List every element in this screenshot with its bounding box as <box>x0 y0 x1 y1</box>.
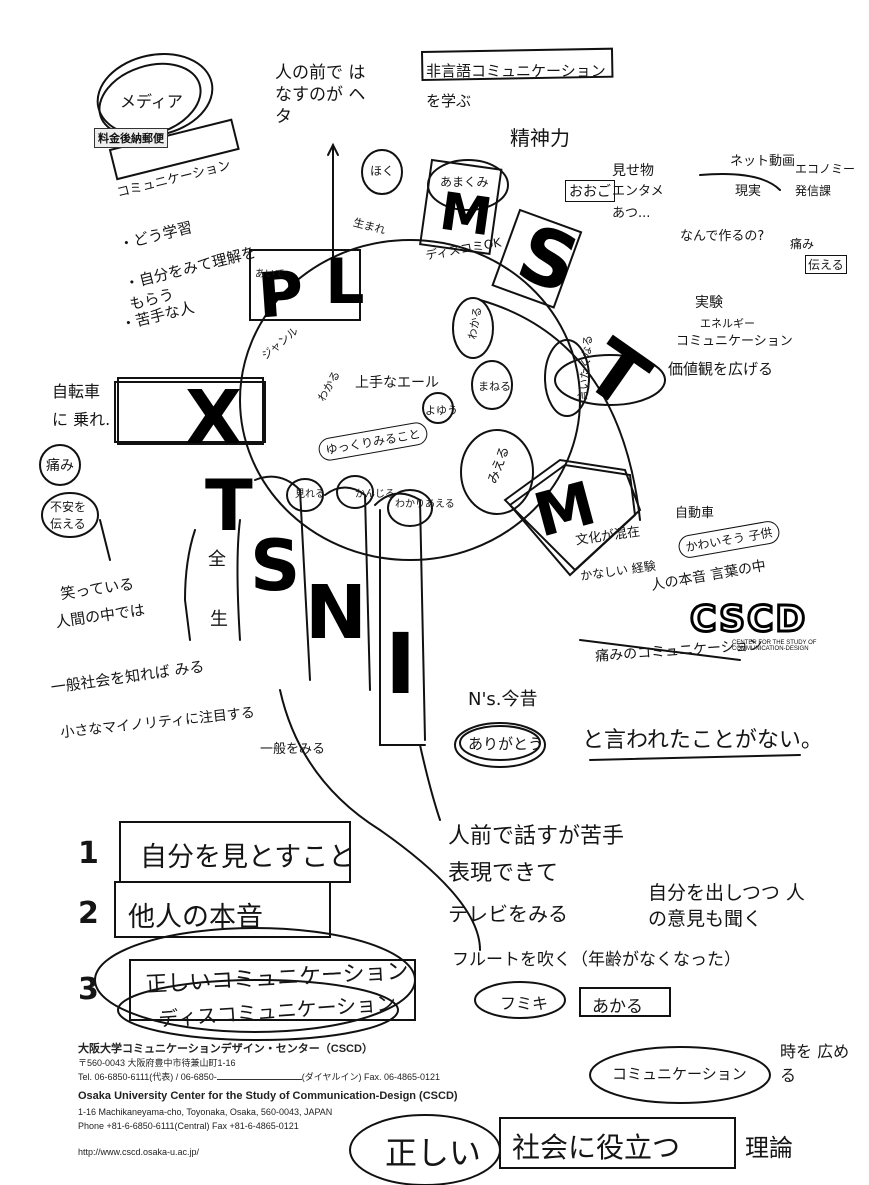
bottom-comm: コミュニケーション <box>612 1065 747 1083</box>
cscd-logo-line2: COMMUNICATION-DESIGN <box>732 646 809 652</box>
bubble-pain: 不安を 伝える <box>50 500 87 531</box>
num-3: 3 <box>78 972 99 1007</box>
footer-jp-addr: 〒560-0043 大阪府豊中市待兼山町1-16 <box>78 1058 236 1068</box>
cscd-logo-line1: CENTER FOR THE STUDY OF <box>732 640 817 646</box>
label-kanjiru: かんじる <box>355 489 395 500</box>
right-label-daigo: おおご <box>565 180 615 202</box>
item-2-text: 他人の本音 <box>128 902 263 933</box>
footer-jp-tel-text: Tel. 06-6850-6111(代表) / 06-6850- <box>78 1072 217 1082</box>
footer-en-phone: Phone +81-6-6850-6111(Central) Fax +81-6… <box>78 1121 299 1131</box>
mix-1: 自動車 <box>675 506 715 521</box>
right-note-2: あつ... <box>612 206 651 221</box>
letter-t: T <box>205 465 253 547</box>
bubble-amaku: あまくみ <box>440 175 489 189</box>
right-note-8: 痛み <box>790 237 815 251</box>
letter-m-top: M <box>436 181 496 249</box>
note-nonverbal: 非言語コミュニケーション を学ぶ <box>426 62 606 110</box>
right-note-4: 現実 <box>735 184 762 199</box>
bubble-hoka: ほく <box>370 164 395 178</box>
list-item-4: フルートを吹く（年齢がなくなった） <box>452 950 741 970</box>
stamp-circle-label: メディア <box>120 92 183 111</box>
list-side-note: 自分を出しつつ 人の意見も聞く <box>648 882 805 930</box>
said-never: と言われたことがない。 <box>582 728 823 753</box>
kanji-zen: 全 <box>208 549 226 570</box>
list-item-2: 表現できて <box>448 861 559 886</box>
footer-jp-dial: (ダイヤルイン) Fax. 06-4865-0121 <box>301 1072 441 1082</box>
letter-i: I <box>385 615 417 713</box>
letter-n: N <box>305 570 367 656</box>
fumiki-label: フミキ <box>500 994 549 1013</box>
right-note-3: ネット動画 <box>730 154 796 169</box>
exp-0: 実験 <box>695 295 723 311</box>
bottom-time: 時を 広める <box>780 1042 850 1085</box>
note-spirit: 精神力 <box>510 126 570 150</box>
cscd-logo-mark: CSCD <box>688 598 808 641</box>
note-pain: 痛み <box>46 458 74 474</box>
bottom-ryu: 理論 <box>745 1134 793 1162</box>
postage-stamp: 料金後納郵便 <box>94 128 168 148</box>
label-mireru: 見れる <box>295 489 325 500</box>
exp-2: コミュニケーション <box>676 334 793 349</box>
footer-jp-name: 大阪大学コミュニケーションデザイン・センター（CSCD） <box>78 1043 373 1055</box>
right-note-9: 伝える <box>805 255 847 274</box>
label-wakariaeru: わかりあえる <box>395 499 455 510</box>
label-maneru: まねる <box>478 380 511 393</box>
note-public-speaking: 人の前で はなすのが ヘタ <box>275 63 366 127</box>
num-2: 2 <box>78 896 99 931</box>
footer-en-addr: 1-16 Machikaneyama-cho, Toyonaka, Osaka,… <box>78 1107 333 1117</box>
exp-3: 価値観を広げる <box>668 360 774 378</box>
ns-label: N's.今昔 <box>468 689 538 710</box>
label-yoyu: よゆう <box>425 404 458 417</box>
note-bicycle: 自転車に 乗れ. <box>52 382 111 429</box>
exp-1: エネルギー <box>700 317 755 330</box>
label-aite: あいて <box>255 269 285 280</box>
right-note-0: 見せ物 <box>612 163 654 179</box>
kanji-sei: 生 <box>210 609 228 630</box>
right-note-5: エコノミー <box>795 162 856 176</box>
label-yell: 上手なエール <box>355 375 439 391</box>
footer-blank <box>216 1079 302 1080</box>
list-item-3: テレビをみる <box>448 902 568 926</box>
bottom-tadashii: 正しい <box>385 1134 482 1172</box>
footer-jp-tel: Tel. 06-6850-6111(代表) / 06-6850- (ダイヤルイン)… <box>78 1070 440 1083</box>
letter-x: X <box>185 375 243 461</box>
item-1-text: 自分を見とすこと <box>140 842 356 873</box>
right-note-7: なんで作るの? <box>680 229 765 244</box>
akaru-label: あかる <box>592 997 643 1017</box>
list-item-1: 人前で話すが苦手 <box>448 824 625 849</box>
num-1: 1 <box>78 836 99 871</box>
note-laughs-5: 一般をみる <box>260 742 326 757</box>
footer-en-name: Osaka University Center for the Study of… <box>78 1090 458 1102</box>
letter-s-lower: S <box>250 525 301 607</box>
right-note-6: 発信課 <box>795 184 832 198</box>
cscd-logo: CSCD CENTER FOR THE STUDY OF COMMUNICATI… <box>688 598 817 652</box>
thanks-bubble: ありがとう <box>468 735 544 753</box>
right-note-1: エンタメ <box>612 184 664 199</box>
bottom-society: 社会に役立つ <box>512 1131 681 1164</box>
footer-url[interactable]: http://www.cscd.osaka-u.ac.jp/ <box>78 1147 200 1157</box>
letter-l: L <box>325 245 365 318</box>
